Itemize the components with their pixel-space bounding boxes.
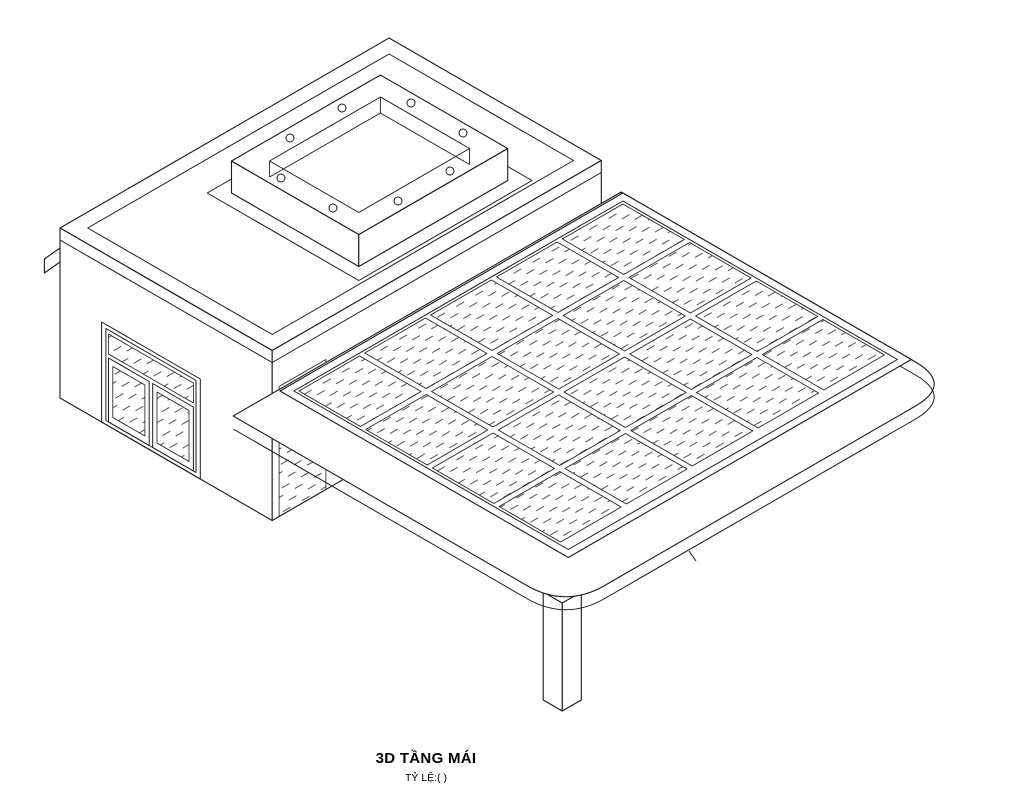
glass-panel (496, 241, 619, 313)
glass-panel (430, 279, 554, 351)
canopy-glass-grid (279, 192, 912, 559)
door-frame-inner (105, 328, 197, 473)
glass-panel (628, 242, 752, 314)
bolt-hole (393, 196, 403, 206)
opening-inner-wall-edge (380, 112, 470, 165)
wall-tab (43, 247, 61, 274)
door-transom-glass (108, 333, 194, 404)
bolt-hole (328, 203, 338, 213)
slab-edge-band (232, 204, 935, 611)
glass-panel (498, 471, 622, 543)
grid-frame-inner (293, 200, 898, 550)
support-column (542, 591, 582, 712)
glass-panel (298, 355, 422, 427)
door-glass-right (156, 391, 190, 462)
glass-panel (629, 318, 753, 390)
glass-panel (695, 280, 819, 352)
bolt-hole (406, 98, 416, 108)
bolt-hole (276, 173, 286, 183)
glass-panel (630, 395, 754, 467)
glass-panel (761, 319, 885, 391)
bolt-hole (285, 133, 295, 143)
roof-parapet-inner-line (87, 53, 574, 335)
curb-top-rim (230, 74, 509, 236)
glass-panel (696, 357, 819, 429)
glass-panel (564, 433, 688, 505)
drawing-scale-label: TỶ LỆ:( ) (404, 772, 447, 784)
fascia-line-left (59, 239, 273, 363)
drawing-title: 3D TẦNG MÁI (375, 750, 477, 767)
glass-panel (562, 280, 686, 352)
glass-panel (563, 356, 687, 428)
glass-panel (364, 317, 488, 389)
door-glass-left (112, 366, 146, 437)
glass-panel (561, 203, 685, 275)
glass-panel (365, 394, 489, 466)
glass-panel (431, 356, 554, 428)
fascia-line-right (271, 172, 602, 363)
opening-inner-wall-edge (269, 112, 381, 178)
bolt-hole (445, 166, 455, 176)
bolt-hole (337, 103, 347, 113)
door-frame-outer (101, 321, 201, 480)
door-leaf-left (108, 357, 150, 446)
bolt-hole (458, 128, 468, 138)
glass-panel (497, 394, 621, 466)
roof-skylight-curb (206, 74, 533, 281)
door-leaf-right (152, 383, 194, 472)
slab-drain-tick (688, 550, 697, 562)
drawing-caption: 3D TẦNG MÁI TỶ LỆ:( ) (376, 750, 477, 784)
glass-panel (431, 432, 555, 504)
glass-panel (496, 318, 620, 390)
